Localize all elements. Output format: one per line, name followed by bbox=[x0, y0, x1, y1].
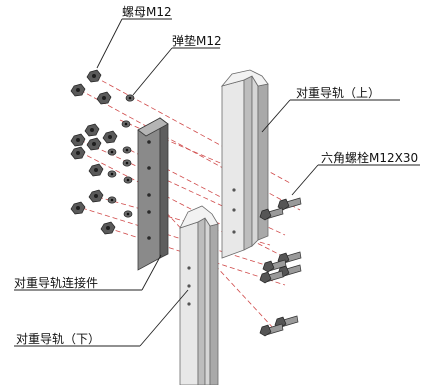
hex-nut bbox=[70, 133, 86, 147]
hex-bolt bbox=[259, 207, 284, 221]
hex-nut bbox=[86, 69, 102, 83]
hex-bolt bbox=[259, 323, 284, 337]
spring-washer bbox=[122, 146, 132, 154]
hex-bolt bbox=[259, 270, 284, 284]
hex-nut bbox=[96, 91, 112, 105]
hex-nut bbox=[70, 83, 86, 97]
hex-nuts bbox=[70, 69, 118, 235]
spring-washer bbox=[122, 159, 132, 167]
spring-washer bbox=[107, 196, 117, 204]
spring-washer bbox=[107, 148, 117, 156]
lower-rail-label: 对重导轨（下） bbox=[16, 332, 100, 346]
hex-nut bbox=[88, 189, 104, 203]
upper-rail bbox=[220, 69, 269, 259]
hex-nut bbox=[102, 130, 118, 144]
nut-label: 螺母M12 bbox=[122, 5, 172, 19]
spring-washer bbox=[121, 120, 131, 128]
hex-nut bbox=[100, 221, 116, 235]
spring-washer bbox=[107, 170, 117, 178]
hex-nut bbox=[88, 163, 104, 177]
bolt-label: 六角螺栓M12X30 bbox=[321, 150, 418, 165]
hex-nut bbox=[84, 123, 100, 137]
upper-rail-label: 对重导轨（上） bbox=[296, 86, 380, 100]
spring-washers bbox=[107, 94, 135, 218]
connector-label: 对重导轨连接件 bbox=[14, 275, 98, 290]
washer-label: 弹垫M12 bbox=[172, 33, 222, 48]
hex-bolt bbox=[277, 197, 302, 211]
hex-nut bbox=[70, 201, 86, 215]
leader-lines bbox=[14, 18, 420, 347]
spring-washer bbox=[123, 210, 133, 218]
hex-nut bbox=[70, 146, 86, 160]
rail-connector-plate bbox=[137, 117, 169, 271]
spring-washer bbox=[123, 176, 133, 184]
lower-rail bbox=[179, 205, 219, 385]
hex-nut bbox=[86, 137, 102, 151]
hex-bolts bbox=[259, 197, 302, 337]
spring-washer bbox=[125, 94, 135, 102]
